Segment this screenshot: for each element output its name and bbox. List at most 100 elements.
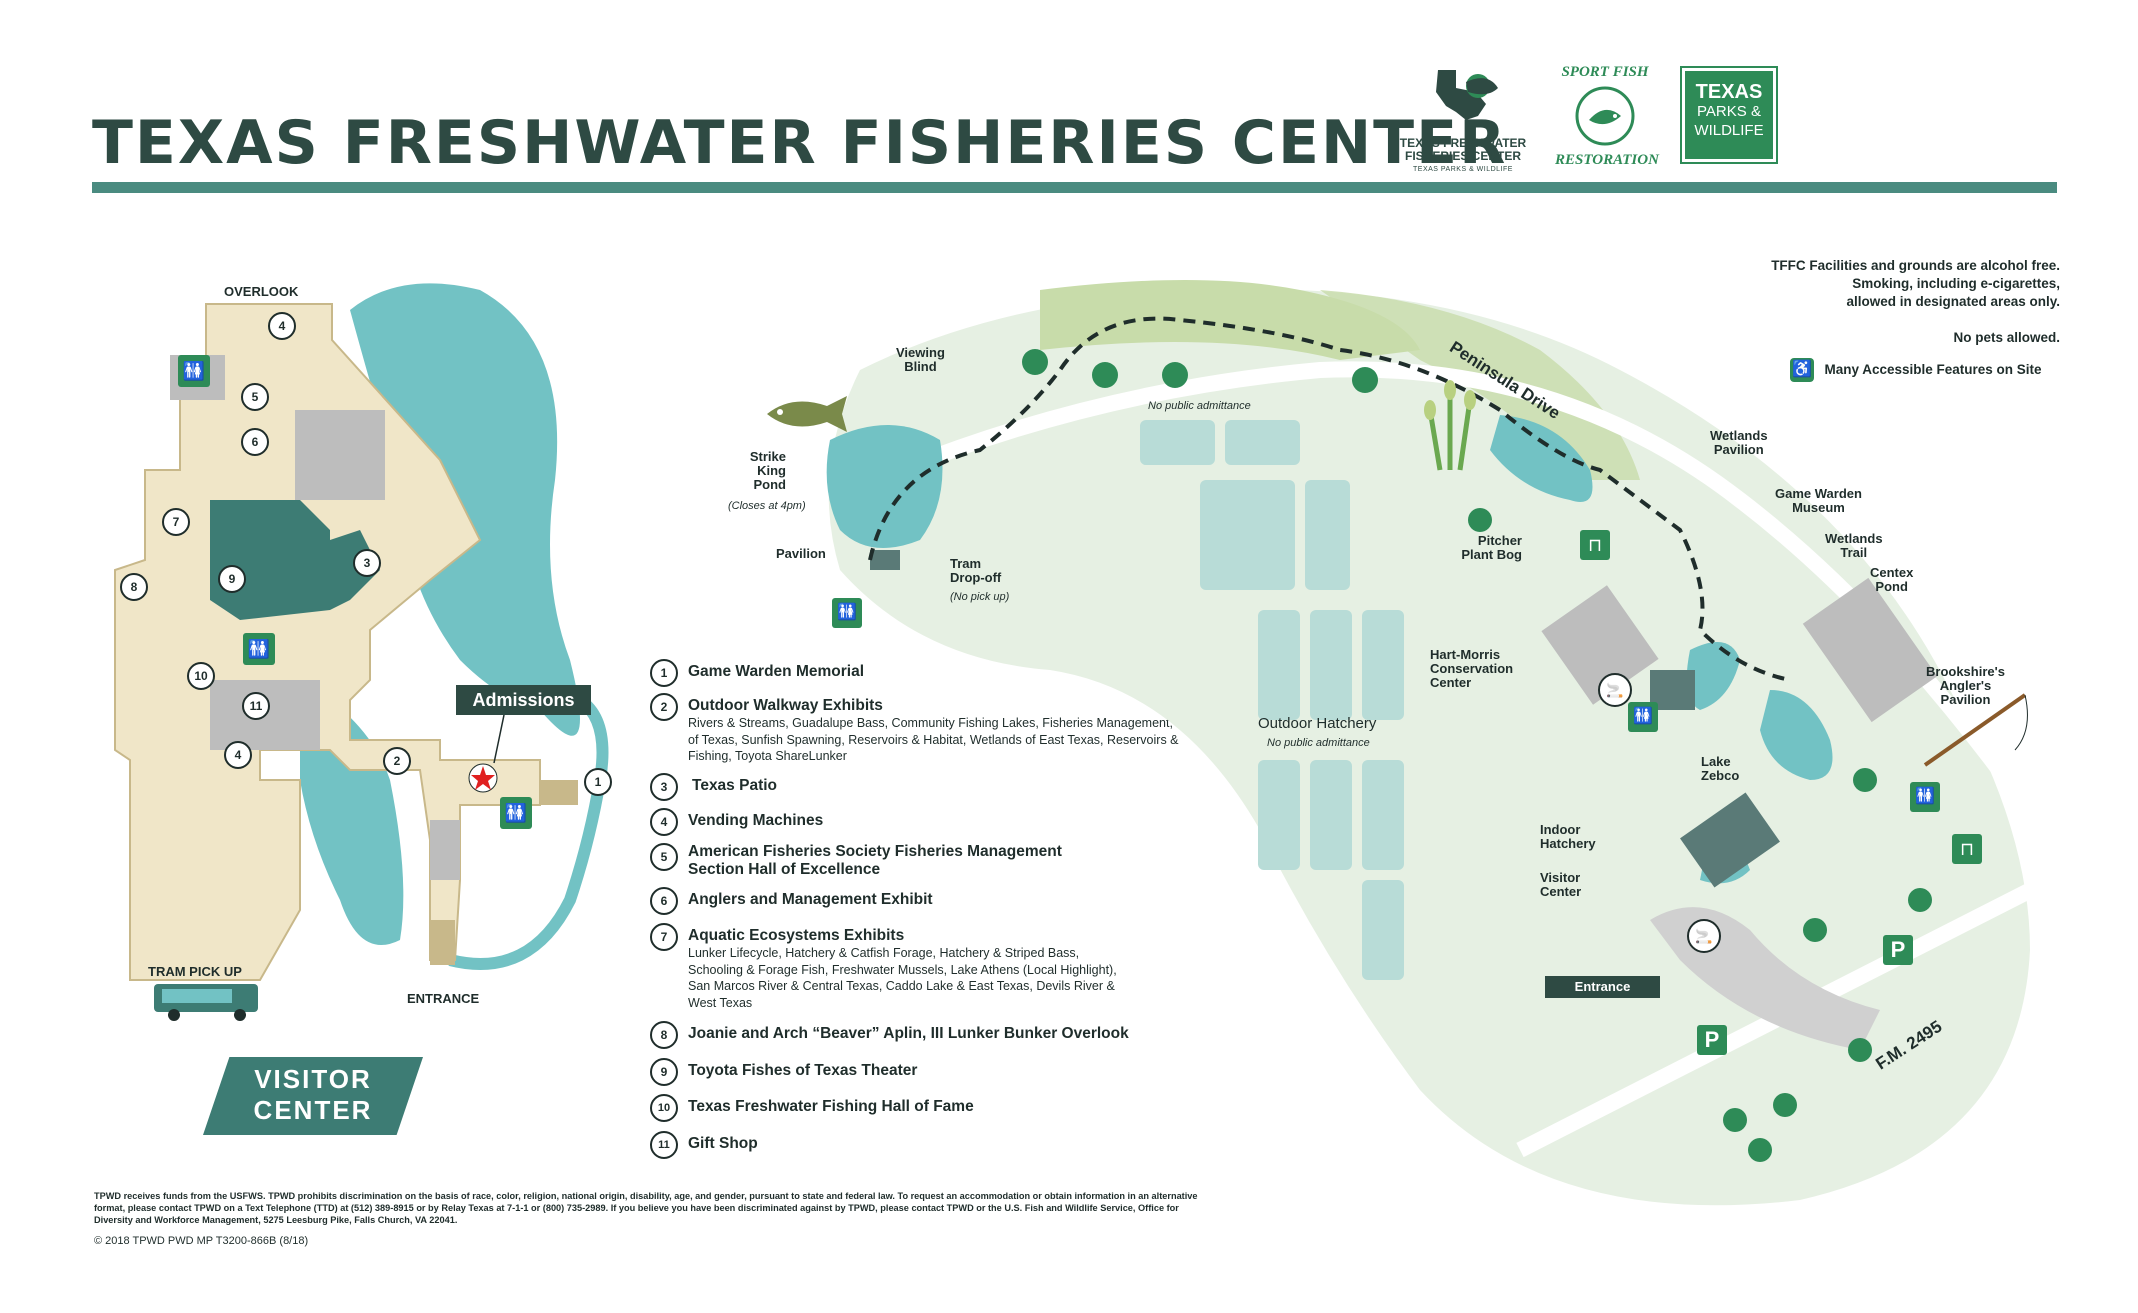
sport-fish-seal-icon	[1575, 86, 1635, 146]
no-pickup-label: (No pick up)	[950, 591, 1010, 603]
restroom-icon: 🚻	[243, 633, 275, 665]
accessible-note: ♿ Many Accessible Features on Site	[1790, 358, 2042, 382]
wetlands-pavilion-label: Wetlands Pavilion	[1710, 428, 1768, 457]
tffc-logo-line2: FISHERIES CENTER	[1404, 149, 1521, 163]
pitcher-plant-bog-label: Pitcher Plant Bog	[1461, 533, 1522, 562]
parking-icon: P	[1883, 935, 1913, 965]
restroom-icon: 🚻	[1910, 782, 1940, 812]
floorplan-marker-1: 1	[584, 768, 612, 796]
legend-number: 11	[650, 1131, 678, 1159]
tpwd-logo-line3: WILDLIFE	[1694, 122, 1764, 139]
floorplan-marker-9: 9	[218, 565, 246, 593]
legend-title: Game Warden Memorial	[688, 663, 865, 680]
trees	[1022, 349, 1932, 1162]
floorplan-marker-8: 8	[120, 573, 148, 601]
restroom-icon: 🚻	[1628, 702, 1658, 732]
pavilion-building	[870, 550, 900, 570]
restroom-icon: 🚻	[500, 797, 532, 829]
legend-number: 6	[650, 887, 678, 915]
tffc-logo-line1: TEXAS FRESHWATER	[1399, 136, 1527, 150]
pavilion-label: Pavilion	[776, 546, 826, 561]
no-public-admittance-hatchery: No public admittance	[1267, 737, 1370, 749]
tram-dropoff-label: Tram Drop-off	[950, 556, 1002, 585]
legend-title: Texas Patio	[692, 777, 778, 794]
viewing-blind-label: Viewing Blind	[896, 345, 945, 374]
tffc-logo: TEXAS FRESHWATER FISHERIES CENTER TEXAS …	[1398, 62, 1528, 173]
floorplan-gray-block-1	[295, 410, 385, 500]
legend-item: 2 Outdoor Walkway Exhibits Rivers & Stre…	[650, 693, 1210, 763]
floorplan-marker-10: 10	[187, 662, 215, 690]
footer-disclaimer: TPWD receives funds from the USFWS. TPWD…	[94, 1191, 1198, 1225]
accessible-note-text: Many Accessible Features on Site	[1824, 362, 2042, 377]
legend-title: Outdoor Walkway Exhibits	[688, 697, 883, 714]
closes-label: (Closes at 4pm)	[728, 500, 806, 512]
floorplan-marker-6: 6	[241, 428, 269, 456]
copyright: © 2018 TPWD PWD MP T3200-866B (8/18)	[94, 1235, 309, 1247]
parking-icon: P	[1697, 1025, 1727, 1055]
strike-king-pond-label: Strike King Pond	[749, 449, 786, 492]
legend-title: Aquatic Ecosystems Exhibits	[688, 927, 905, 944]
restroom-icon: 🚻	[832, 598, 862, 628]
legend-number: 4	[650, 808, 678, 836]
site-map	[826, 280, 2077, 1206]
tpwd-logo: TEXAS PARKS & WILDLIFE	[1680, 66, 1778, 164]
floorplan-marker-3: 3	[353, 549, 381, 577]
floorplan-tan-block-2	[430, 920, 455, 965]
raceway	[1362, 610, 1404, 720]
floorplan-marker-5: 5	[241, 383, 269, 411]
floorplan-marker-11: 11	[242, 692, 270, 720]
alcohol-note: TFFC Facilities and grounds are alcohol …	[1771, 258, 2060, 273]
raceway	[1362, 760, 1404, 870]
floorplan-marker-7: 7	[162, 508, 190, 536]
brookshires-pavilion-label: Brookshire's Angler's Pavilion	[1926, 664, 2005, 707]
sport-fish-restoration-logo: SPORT FISH RESTORATION	[1555, 64, 1659, 168]
entrance-floorplan-label: ENTRANCE	[407, 991, 480, 1006]
visitor-center-label: Visitor Center	[1540, 870, 1582, 899]
title-rule	[92, 182, 2057, 193]
legend-number: 3	[650, 773, 678, 801]
pitcher-plant-icon	[1424, 380, 1476, 471]
raceway	[1200, 480, 1295, 590]
legend-desc: Lunker Lifecycle, Hatchery & Catfish For…	[688, 946, 1117, 1010]
lake-zebco-label: Lake Zebco	[1701, 754, 1740, 783]
visitor-center-banner: VISITOR CENTER	[203, 1057, 423, 1135]
legend-title: American Fisheries Society Fisheries Man…	[688, 843, 1062, 878]
walking-trail	[868, 316, 1791, 682]
legend-number: 10	[650, 1094, 678, 1122]
smoking-note-2: allowed in designated areas only.	[1846, 294, 2060, 309]
admissions-leader-line	[493, 715, 505, 764]
admissions-star-icon	[468, 763, 498, 793]
legend-number: 2	[650, 693, 678, 721]
legend-number: 9	[650, 1058, 678, 1086]
tram-pickup-label: TRAM PICK UP	[148, 964, 242, 979]
restroom-icon: 🚻	[178, 355, 210, 387]
texas-fish-icon	[1436, 70, 1498, 120]
legend-title: Anglers and Management Exhibit	[688, 891, 933, 908]
sfr-bottom-text: RESTORATION	[1555, 152, 1659, 168]
raceway	[1140, 420, 1215, 465]
lake-zebco	[1760, 690, 1833, 780]
pets-note: No pets allowed.	[1953, 330, 2060, 345]
sfr-top-text: SPORT FISH	[1561, 64, 1649, 80]
picnic-icon: ⊓	[1952, 834, 1982, 864]
tpwd-logo-line2: PARKS &	[1697, 103, 1761, 120]
no-public-admittance-label: No public admittance	[1148, 400, 1251, 412]
accessible-icon: ♿	[1790, 358, 1814, 382]
tpwd-logo-line1: TEXAS	[1695, 81, 1763, 103]
floorplan-marker-2: 2	[383, 747, 411, 775]
floorplan-marker-4-bottom: 4	[224, 741, 252, 769]
raceway	[1310, 760, 1352, 870]
raceway	[1258, 610, 1300, 720]
centex-pond-label: Centex Pond	[1870, 565, 1914, 594]
smoking-area-icon: 🚬	[1598, 673, 1632, 707]
strike-king-pond	[826, 425, 943, 548]
legend-title: Gift Shop	[688, 1135, 758, 1152]
gray-facility	[1541, 585, 1659, 705]
admissions-label: Admissions	[456, 685, 591, 715]
tffc-logo-sub: TEXAS PARKS & WILDLIFE	[1413, 166, 1513, 173]
floorplan-gallery-dark	[210, 500, 330, 620]
legend-number: 5	[650, 843, 678, 871]
raceway	[1310, 610, 1352, 720]
hart-morris-label: Hart-Morris Conservation Center	[1430, 647, 1514, 690]
indoor-hatchery-label: Indoor Hatchery	[1540, 822, 1596, 851]
